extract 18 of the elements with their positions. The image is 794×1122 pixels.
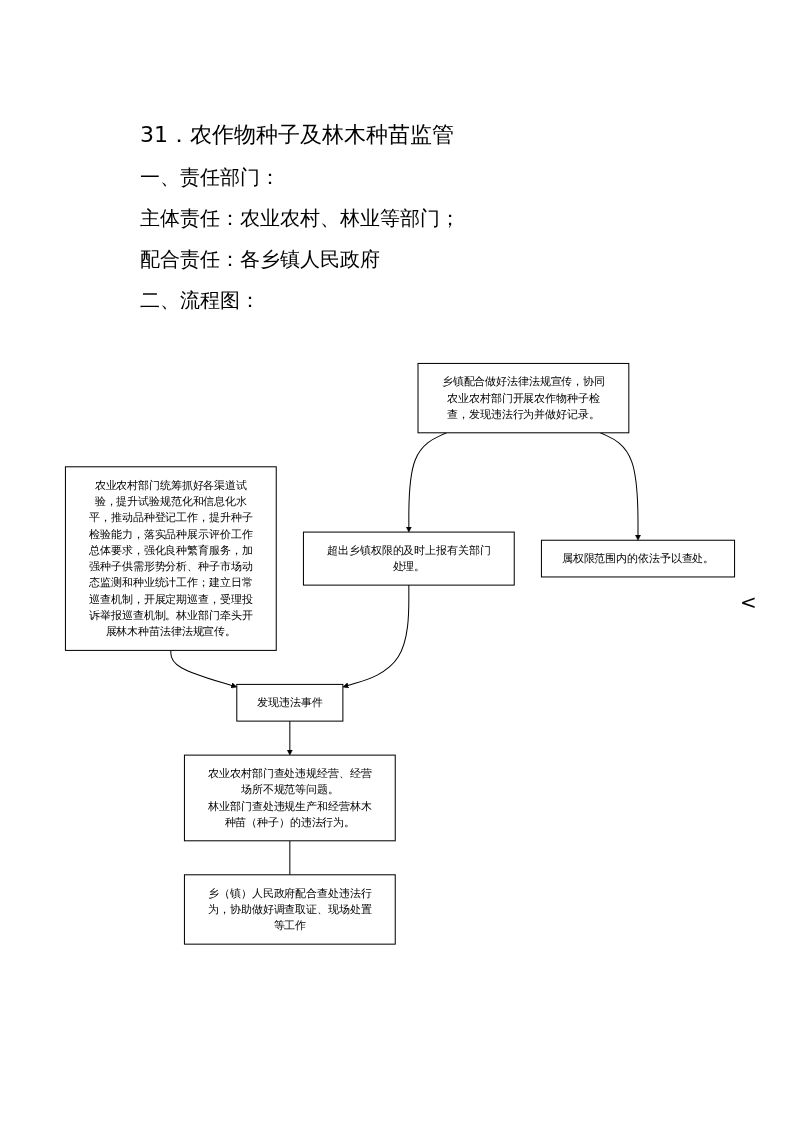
node-box: 超出乡镇权限的及时上报有关部门处理。 bbox=[302, 531, 515, 586]
node-box: 属权限范围内的依法予以查处。 bbox=[540, 539, 736, 578]
arrow bbox=[342, 584, 410, 689]
connector bbox=[289, 840, 291, 876]
arrow bbox=[599, 432, 641, 541]
heading-line: 主体责任：农业农村、林业等部门； bbox=[140, 205, 461, 232]
node-box: 发现违法事件 bbox=[236, 683, 344, 722]
node-box: 乡（镇）人民政府配合查处违法行为，协助做好调查取证、现场处置等工作 bbox=[183, 874, 396, 945]
arrow bbox=[405, 432, 448, 533]
stray-mark: < bbox=[740, 590, 757, 614]
node-box: 乡镇配合做好法律法规宣传，协同农业农村部门开展农作物种子检查，发现违法行为并做好记录。 bbox=[417, 362, 630, 434]
heading-line: 二、流程图： bbox=[140, 287, 261, 314]
node-box: 农业农村部门查处违规经营、经营场所不规范等问题。 林业部门查处违规生产和经营林木种苗（种子）的违法行为。 bbox=[183, 754, 396, 842]
node-box: 农业农村部门统筹抓好各渠道试验，提升试验规范化和信息化水平，推动品种登记工作，提升种子检验能力，落实品种展示评价工作总体要求，强化良种繁育服务，加强种子供需形势分析、种子市场动态监测和种业统计工作；建立日常巡查机制，开展定期巡查，受理投诉举报巡查机制。林业部门牵头开展林木种苗法律法规宣传。 bbox=[64, 466, 277, 651]
heading-line: 配合责任：各乡镇人民政府 bbox=[140, 246, 381, 273]
arrow bbox=[286, 720, 293, 756]
heading-line: 一、责任部门： bbox=[140, 164, 281, 191]
title: 31．农作物种子及林木种苗监管 bbox=[140, 121, 455, 149]
